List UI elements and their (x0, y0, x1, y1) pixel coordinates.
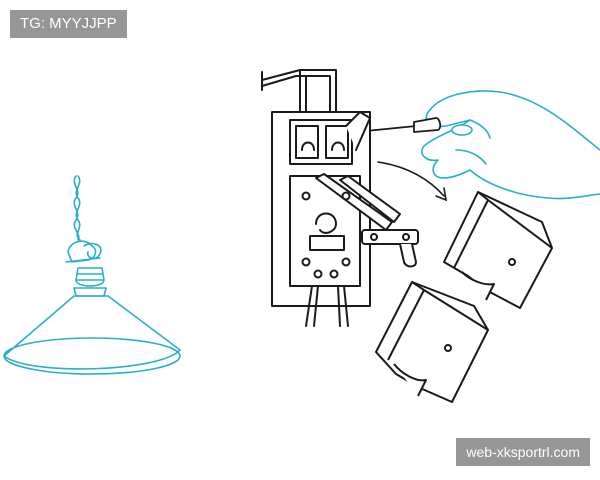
screwdriver (355, 117, 442, 133)
housing-screw-1 (301, 191, 311, 201)
pin-hole-right (402, 233, 410, 241)
terminal-screw-right (331, 141, 345, 151)
lower-cartridge-side (387, 289, 425, 361)
lamp-cord (73, 175, 80, 241)
terminal-screw-left (301, 141, 315, 151)
pendant-lamp (3, 175, 181, 375)
lamp-socket (75, 267, 105, 287)
incoming-wires (261, 69, 337, 123)
screwdriver-handle (413, 117, 442, 133)
terminal-bar (345, 111, 371, 151)
watermark-top: TG: MYYJJPP (10, 10, 127, 38)
hand-knuckle-line (455, 149, 487, 165)
fuse-cartridge-lower (375, 281, 489, 403)
housing-screw-6 (329, 269, 339, 279)
upper-cartridge-dot (508, 258, 516, 266)
lower-cartridge-body (375, 281, 489, 403)
housing-screw-5 (313, 269, 323, 279)
lower-cartridge-dot (444, 344, 452, 352)
arrow-curve (377, 161, 445, 197)
lamp-wire-loop (83, 242, 102, 260)
fuse-cartridge-upper (443, 191, 553, 309)
watermark-bottom: web-xksportrl.com (456, 438, 590, 466)
hand-finger-line (469, 119, 491, 139)
lever-arm-left (315, 173, 393, 231)
switch-assembly (261, 69, 419, 327)
hand-nail (451, 124, 473, 136)
housing-screw-3 (301, 257, 311, 267)
lower-cartridge-groove (393, 363, 427, 397)
lamp-shade (3, 295, 181, 370)
pin-hole-left (370, 233, 378, 241)
lever-knob (399, 243, 417, 268)
direction-arrow (377, 161, 448, 202)
upper-cartridge-body (443, 191, 553, 309)
latch-hook (315, 212, 337, 234)
housing-screw-4 (341, 257, 351, 267)
hand (421, 90, 600, 200)
lamp-socket-base (73, 287, 107, 297)
latch-block (309, 235, 345, 251)
lever-arm-right (339, 175, 401, 223)
lamp-socket-thread (76, 273, 104, 281)
lamp-cord-twist (75, 175, 81, 241)
arrow-head (435, 187, 448, 202)
hand-outline (421, 90, 600, 200)
lamp-shade-rim (3, 337, 181, 375)
cross-pin (361, 229, 419, 245)
upper-cartridge-groove (461, 271, 495, 301)
housing-screw-2 (341, 191, 351, 201)
outgoing-wires (305, 285, 349, 327)
upper-cartridge-side (453, 199, 489, 269)
